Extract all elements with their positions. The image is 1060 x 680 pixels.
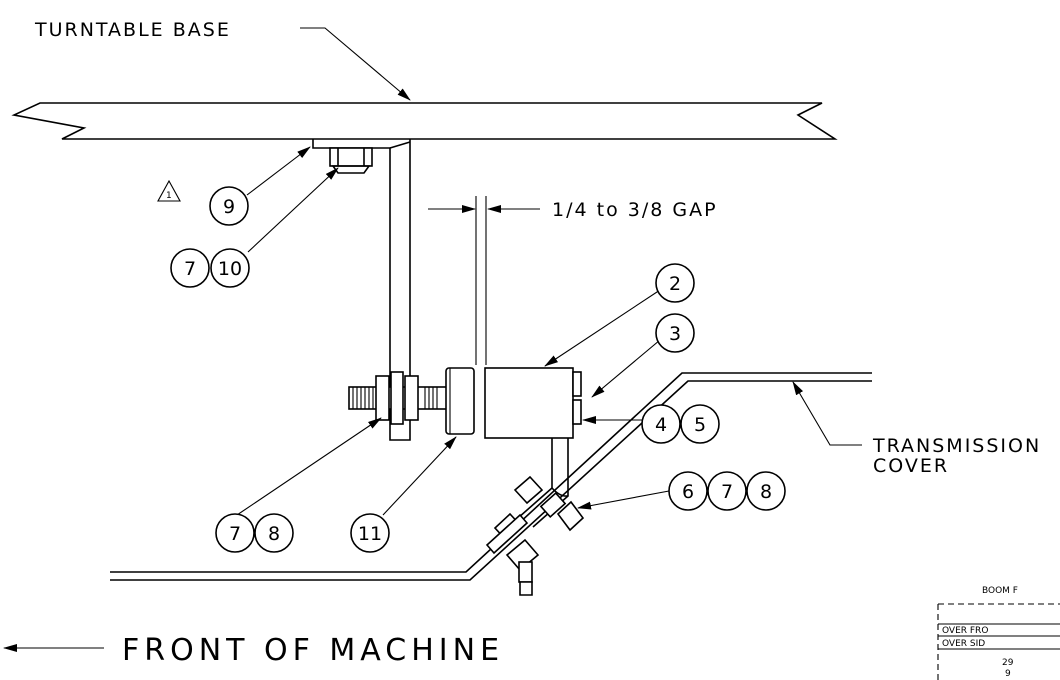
pad-block [484,367,582,439]
gap-label: 1/4 to 3/8 GAP [552,199,718,221]
table-title: BOOM F [982,586,1018,596]
svg-text:1: 1 [166,191,172,201]
svg-text:11: 11 [358,523,382,545]
balloon-7-top: 7 [170,248,210,288]
cover-bolts [485,475,585,596]
svg-text:5: 5 [694,414,706,436]
balloon-8-left: 8 [254,513,294,553]
threaded-stud [348,371,448,425]
transmission-cover [110,372,872,581]
balloon-9: 9 [209,186,249,226]
balloon-2: 2 [655,263,695,303]
table-value-1: 29 [1002,658,1014,668]
svg-text:6: 6 [682,481,694,503]
svg-text:7: 7 [184,258,196,280]
svg-text:3: 3 [669,323,681,345]
boom-table-fragment: BOOM F OVER FRO OVER SID 29 9 [937,586,1060,680]
balloon-4: 4 [641,404,681,444]
balloon-5: 5 [680,404,720,444]
leader-7-8 [236,417,382,516]
svg-text:7: 7 [229,523,241,545]
gap-dimension [428,196,540,365]
transmission-label-line2: COVER [873,455,949,477]
leader-11 [382,436,457,516]
table-row-2: OVER SID [942,639,985,649]
leader-7-10 [247,167,339,253]
balloon-11: 11 [350,513,390,553]
svg-text:2: 2 [669,273,681,295]
transmission-leader [792,381,862,446]
table-row-1: OVER FRO [942,626,988,636]
balloon-6: 6 [668,471,708,511]
rubber-bumper [445,367,475,435]
balloon-3: 3 [655,313,695,353]
balloon-7-right: 7 [707,471,747,511]
transmission-label-line1: TRANSMISSION [872,435,1041,457]
leader-6-7-8 [577,490,670,510]
svg-text:4: 4 [655,414,667,436]
base-bolt-nut [329,147,373,174]
svg-text:8: 8 [268,523,280,545]
svg-text:10: 10 [218,258,242,280]
leader-2 [544,289,661,367]
svg-text:7: 7 [721,481,733,503]
table-value-2: 9 [1005,669,1011,679]
turntable-leader [300,27,411,101]
leader-3 [591,339,661,398]
leader-9 [246,146,311,196]
turntable-base-beam [11,102,838,140]
revision-triangle-icon: 1 [157,179,181,202]
balloon-10: 10 [210,248,250,288]
front-of-machine-label: FRONT OF MACHINE [122,633,504,668]
svg-text:8: 8 [760,481,772,503]
svg-text:9: 9 [223,196,235,218]
turntable-base-label: TURNTABLE BASE [34,19,231,41]
balloon-7-left: 7 [215,513,255,553]
cover-bracket [517,438,569,528]
balloon-8-right: 8 [746,471,786,511]
